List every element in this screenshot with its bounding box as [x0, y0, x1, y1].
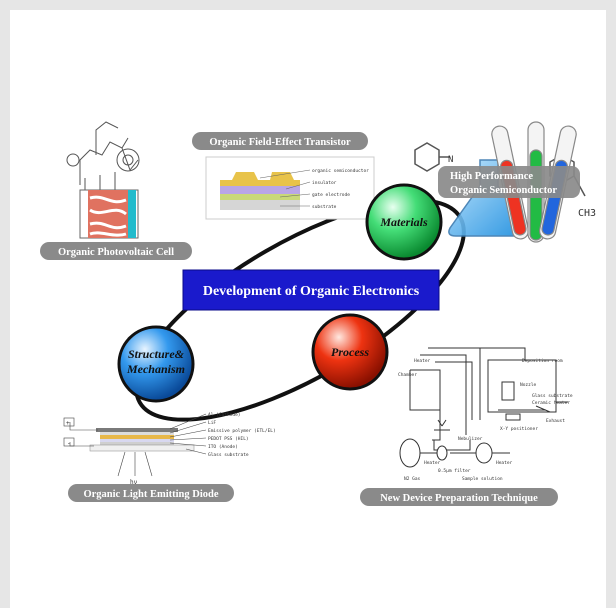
apparatus-label-9: Nebulizer — [458, 436, 483, 442]
apparatus-label-11: Heater — [424, 460, 441, 466]
oled-layer-4: PEDOT PSS (HIL) — [208, 436, 249, 442]
ofet-layer-3: gate electrode — [312, 192, 350, 198]
process-node: Process — [311, 313, 389, 391]
apparatus-label-14: Sample solution — [462, 476, 503, 482]
apparatus-label-10: N2 Gas — [404, 476, 421, 482]
oled-emission: hν — [130, 479, 138, 486]
apparatus-label-7: X-Y positioner — [500, 426, 538, 432]
diagram-svg: Organic Photovoltaic Cell Organic Field-… — [40, 121, 596, 506]
apparatus-label-3: Deposition room — [522, 358, 563, 364]
opv-label-text: Organic Photovoltaic Cell — [58, 247, 174, 258]
apparatus-labels: Heater Chamber Deposition room Nozzle Gl… — [398, 358, 573, 482]
ofet-illustration: organic semiconductor insulator gate ele… — [205, 156, 375, 220]
ofet-label: Organic Field-Effect Transistor — [192, 132, 368, 150]
ofet-layer-2: insulator — [312, 180, 337, 186]
center-title: Development of Organic Electronics — [203, 284, 420, 299]
process-node-label: Process — [331, 345, 369, 359]
apparatus-label-6: Ceramic heater — [532, 400, 570, 406]
oled-layer-6: Glass substrate — [208, 452, 249, 458]
oled-plus: + — [66, 420, 70, 427]
ndpt-label: New Device Preparation Technique — [360, 488, 558, 506]
methyl-label: CH3 — [578, 208, 596, 219]
opv-illustration — [66, 121, 140, 239]
apparatus-illustration — [399, 347, 568, 468]
materials-node-label: Materials — [379, 215, 428, 229]
apparatus-label-2: Chamber — [398, 372, 417, 378]
structure-node-label-1: Structure& — [128, 347, 185, 361]
oled-illustration: + - Al (Cathode) LiF Emissive polymer (E… — [63, 412, 276, 486]
ofet-layer-1: organic semiconductor — [312, 168, 369, 174]
opv-label: Organic Photovoltaic Cell — [40, 242, 192, 260]
structure-node-label-2: Mechanism — [126, 362, 185, 376]
hpos-label-line1: High Performance — [450, 171, 533, 182]
oled-label-text: Organic Light Emitting Diode — [83, 489, 218, 500]
apparatus-label-12: 0.5μm filter — [438, 468, 471, 474]
ofet-layer-4: substrate — [312, 204, 337, 210]
oled-layer-2: LiF — [208, 420, 216, 426]
oled-layer-1: Al (Cathode) — [208, 412, 241, 418]
oled-minus: - — [67, 440, 71, 447]
apparatus-label-8: Exhaust — [546, 418, 565, 424]
nitrogen-label: N — [448, 155, 453, 165]
materials-node: Materials — [365, 183, 443, 261]
oled-layer-5: ITO (Anode) — [208, 444, 238, 450]
hpos-label-line2: Organic Semiconductor — [450, 185, 557, 196]
hpos-label: High Performance Organic Semiconductor — [438, 166, 580, 198]
structure-node: Structure& Mechanism — [117, 325, 195, 403]
diagram-canvas: Organic Photovoltaic Cell Organic Field-… — [10, 10, 606, 608]
apparatus-label-5: Glass substrate — [532, 393, 573, 399]
apparatus-label-4: Nozzle — [520, 382, 537, 388]
ofet-label-text: Organic Field-Effect Transistor — [209, 137, 351, 148]
oled-label: Organic Light Emitting Diode — [68, 484, 234, 502]
oled-layer-3: Emissive polymer (ETL/EL) — [208, 428, 276, 434]
apparatus-label-13: Heater — [496, 460, 513, 466]
center-title-box: Development of Organic Electronics — [182, 269, 440, 311]
ndpt-label-text: New Device Preparation Technique — [380, 493, 538, 504]
apparatus-label-1: Heater — [414, 358, 431, 364]
